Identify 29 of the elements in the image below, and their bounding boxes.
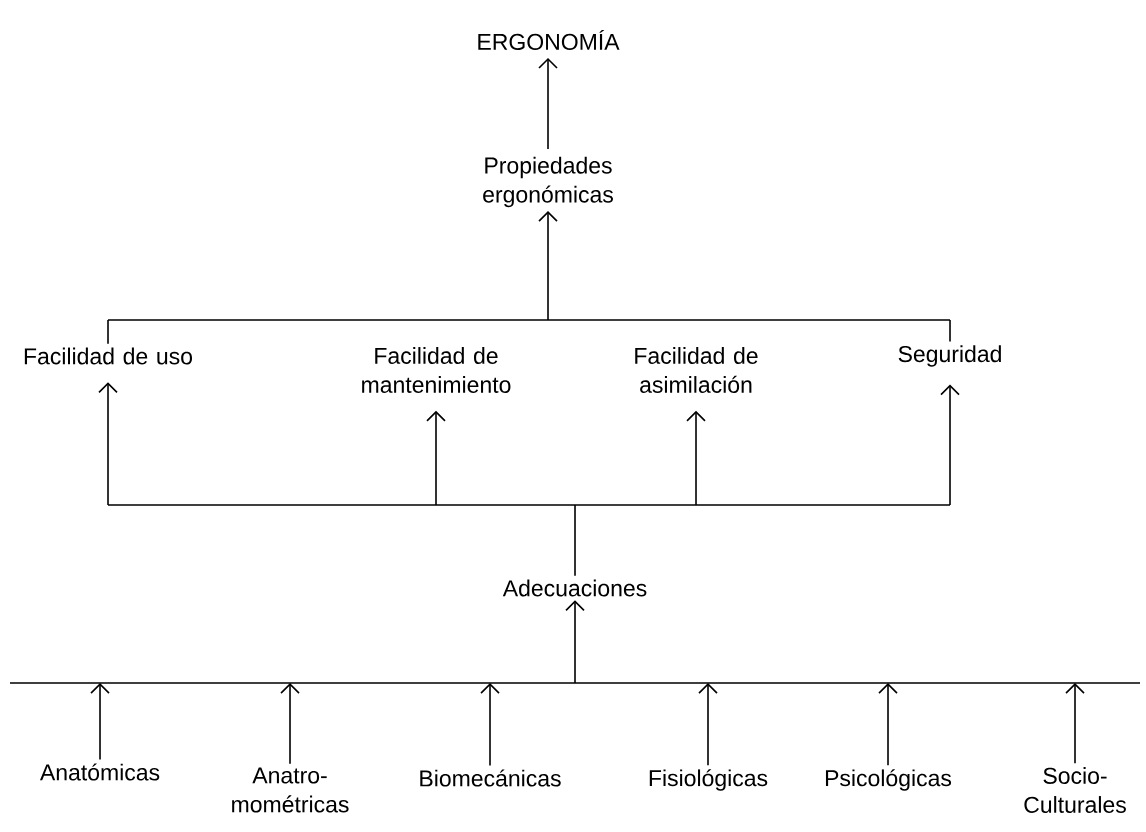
concept-label: ERGONOMÍA bbox=[478, 29, 620, 51]
arrow bbox=[698, 683, 718, 767]
arrow bbox=[538, 57, 558, 150]
bracket-line bbox=[107, 319, 109, 345]
arrow bbox=[98, 382, 118, 506]
concept-label: Seguridad bbox=[898, 345, 1001, 367]
concept-label: Facilidad de mantenimiento bbox=[362, 347, 511, 393]
concept-label: Fisiológicas bbox=[649, 769, 768, 791]
arrow bbox=[280, 683, 300, 765]
concept-label: Facilidad de asimilación bbox=[635, 347, 758, 393]
bracket-arrow bbox=[9, 600, 1141, 684]
concept-label: Psicológicas bbox=[825, 769, 952, 791]
concept-label: Socio- Culturales bbox=[1024, 767, 1126, 813]
concept-label: Propiedades ergonómicas bbox=[483, 156, 613, 208]
concept-label: Adecuaciones bbox=[502, 579, 647, 597]
arrow bbox=[480, 683, 500, 767]
arrow bbox=[878, 683, 898, 767]
arrow bbox=[90, 683, 110, 761]
arrow bbox=[686, 410, 706, 506]
concept-label: Anatómicas bbox=[39, 763, 160, 781]
arrow bbox=[426, 410, 446, 506]
concept-label: Biomecánicas bbox=[420, 769, 561, 787]
bracket-arrow bbox=[107, 211, 951, 321]
concept-label: Anatro- mométricas bbox=[232, 767, 349, 813]
bracket-line bbox=[107, 504, 951, 577]
arrow bbox=[1065, 683, 1085, 765]
concept-label: Facilidad de uso bbox=[24, 347, 192, 365]
arrow bbox=[940, 384, 960, 506]
bracket-line bbox=[949, 319, 951, 343]
